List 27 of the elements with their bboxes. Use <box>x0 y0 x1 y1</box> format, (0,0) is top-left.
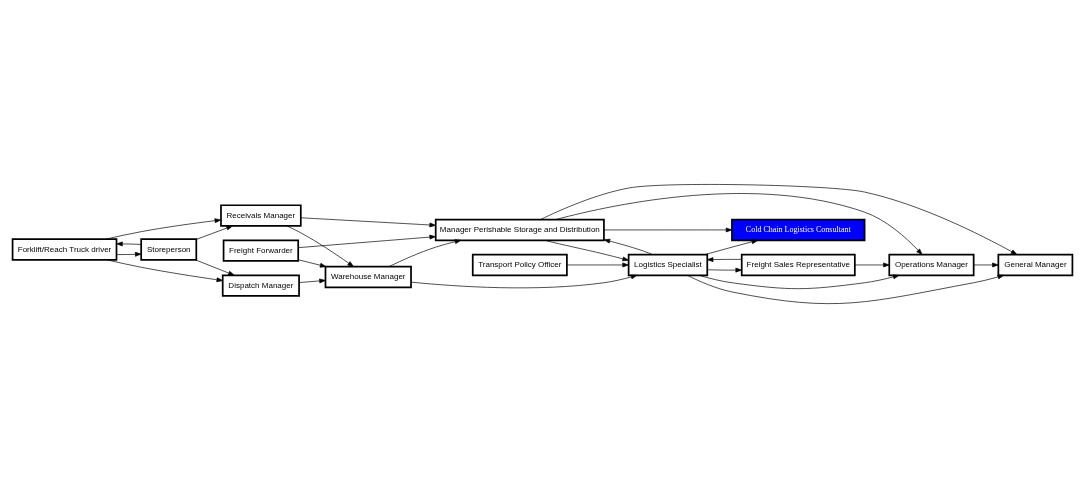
arrow <box>854 262 890 268</box>
arrow <box>686 274 1005 304</box>
arrow <box>196 225 233 240</box>
arrow <box>544 239 629 262</box>
arrow <box>410 274 638 289</box>
arrow <box>555 193 923 255</box>
node-box: Cold Chain Logistics Consultant <box>731 218 866 242</box>
arrow <box>706 257 742 262</box>
arrow <box>116 251 142 257</box>
arrow <box>116 241 142 247</box>
arrow <box>300 217 436 228</box>
arrow <box>603 238 653 255</box>
arrow <box>105 218 222 240</box>
arrow <box>698 274 900 289</box>
arrow <box>195 259 235 276</box>
arrow <box>106 259 223 283</box>
arrow <box>297 259 327 268</box>
arrow <box>298 278 326 284</box>
arrow <box>706 267 742 273</box>
arrow <box>603 227 733 233</box>
arrow <box>973 262 999 268</box>
arrow <box>704 239 759 255</box>
arrow <box>388 239 462 267</box>
arrow <box>286 225 354 267</box>
arrow <box>566 262 629 268</box>
arrow <box>540 184 1018 255</box>
arrow <box>298 234 436 248</box>
